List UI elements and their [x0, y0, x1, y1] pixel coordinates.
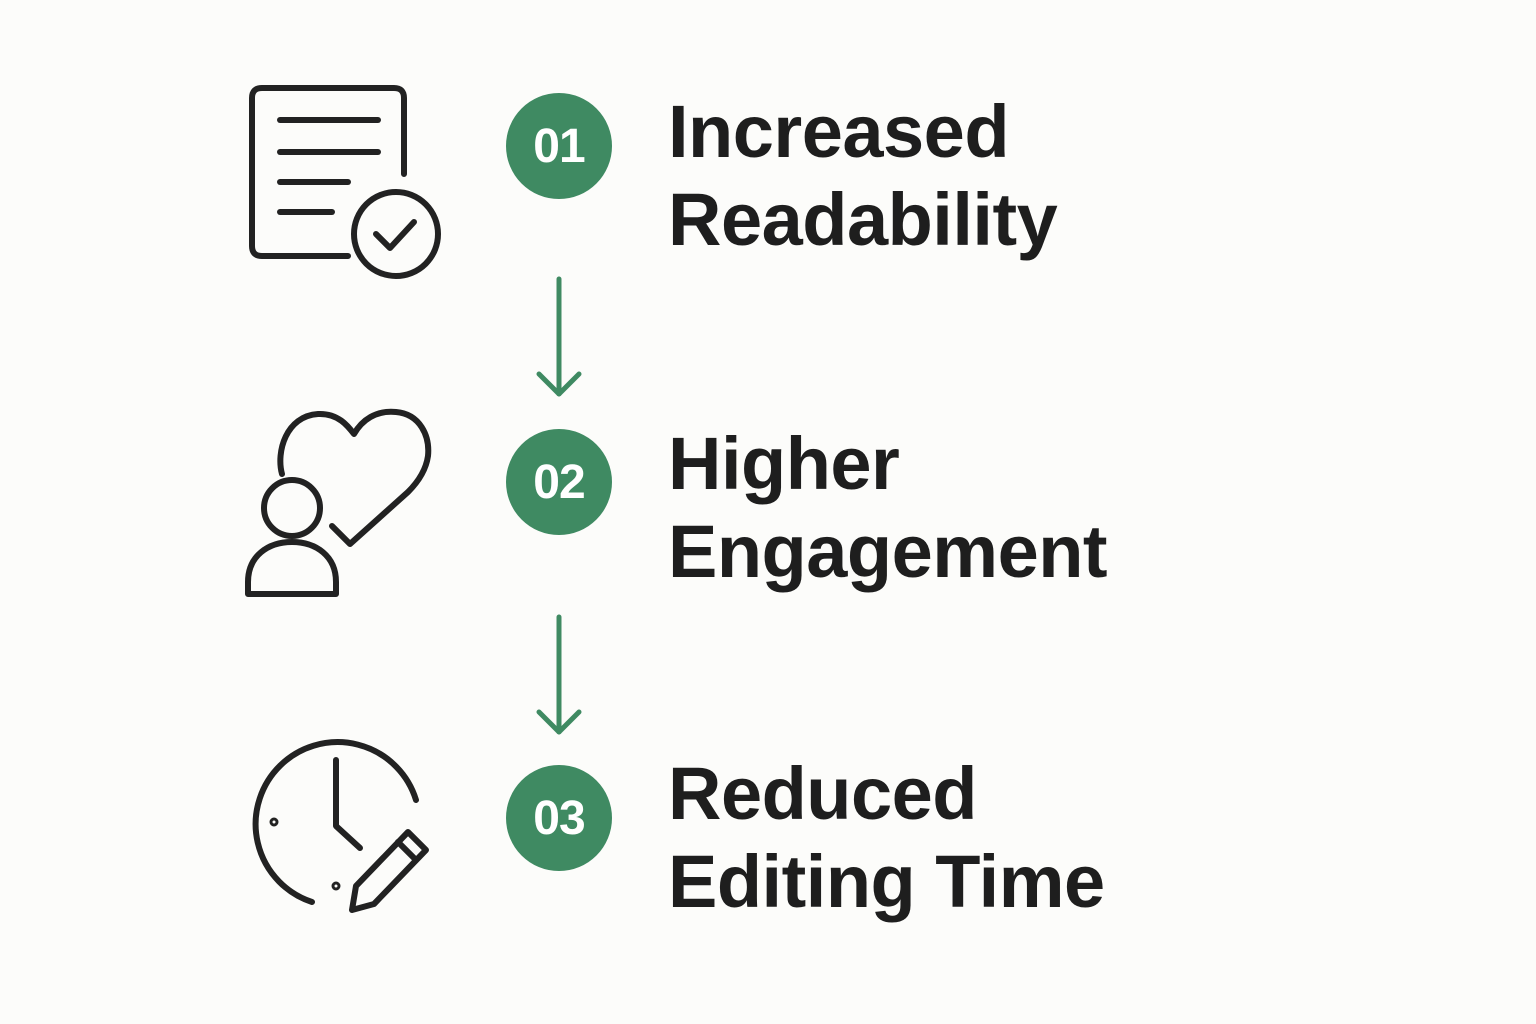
step-title-line: Reduced	[668, 752, 978, 835]
step-title-line: Editing Time	[668, 840, 1105, 923]
down-arrow-icon	[534, 614, 584, 743]
step-title: Reduced Editing Time	[668, 750, 1105, 926]
down-arrow-icon	[534, 276, 584, 405]
step-title-line: Higher	[668, 422, 900, 505]
step-title: Higher Engagement	[668, 420, 1108, 596]
step-title-line: Increased	[668, 90, 1010, 173]
step-title-line: Readability	[668, 178, 1058, 261]
step-number-badge: 02	[506, 429, 612, 535]
user-heart-icon	[240, 406, 436, 602]
step-title-line: Engagement	[668, 510, 1108, 593]
step-number-badge: 03	[506, 765, 612, 871]
step-number-badge: 01	[506, 93, 612, 199]
step-title: Increased Readability	[668, 88, 1058, 264]
document-check-icon	[244, 82, 448, 286]
clock-pencil-icon	[248, 734, 444, 916]
